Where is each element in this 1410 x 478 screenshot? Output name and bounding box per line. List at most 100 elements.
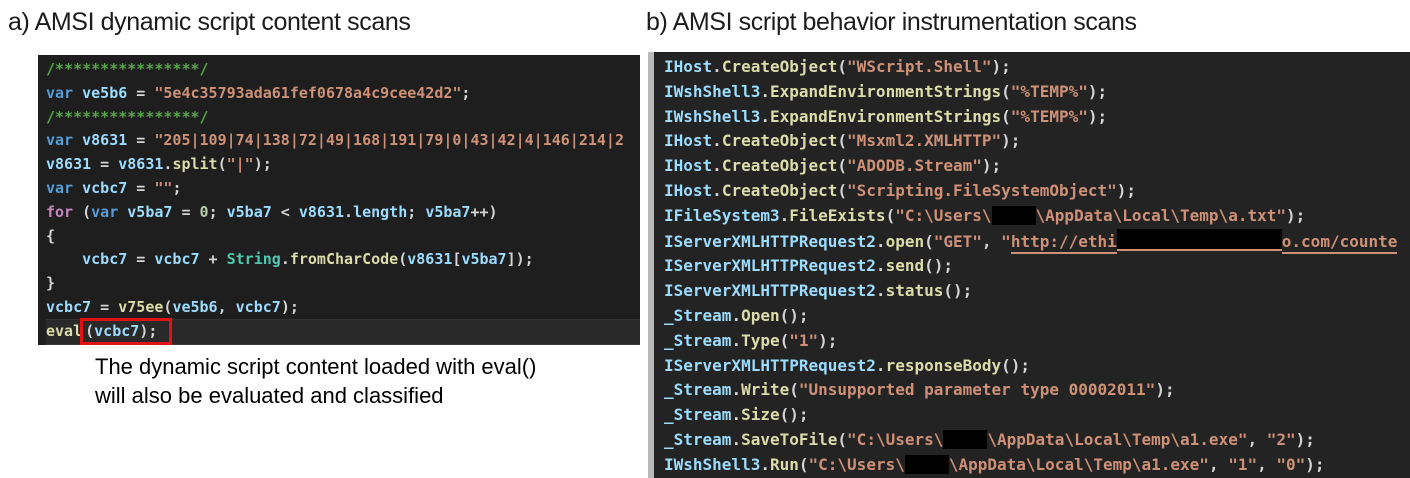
code-token: }: [46, 274, 55, 292]
code-line: vcbc7 = v75ee(ve5b6, vcbc7);: [46, 296, 640, 320]
code-token: .: [731, 380, 741, 399]
code-token: v8631: [82, 131, 127, 149]
code-token: );: [1286, 206, 1305, 225]
code-token: CreateObject: [722, 156, 838, 175]
code-token: v5ba7: [425, 203, 470, 221]
code-token: (: [780, 331, 790, 350]
code-token: for: [46, 203, 82, 221]
code-token: .: [731, 306, 741, 325]
code-token: vcbc7: [82, 179, 127, 197]
code-token: v75ee: [118, 298, 163, 316]
code-token: IHost: [664, 181, 712, 200]
code-line: var v8631 = "205|109|74|138|72|49|168|19…: [46, 129, 640, 153]
code-token: (: [837, 131, 847, 150]
code-token: (: [886, 206, 896, 225]
code-token: v5ba7: [127, 203, 172, 221]
code-line: _Stream.SaveToFile("C:\Users\\AppData\Lo…: [664, 428, 1410, 453]
code-token: var: [46, 179, 82, 197]
code-token: IFileSystem3: [664, 206, 780, 225]
code-token: v8631: [299, 203, 344, 221]
code-token: .: [344, 203, 353, 221]
code-token: ,: [1257, 455, 1276, 474]
figure-label-a: a) AMSI dynamic script content scans: [8, 8, 410, 37]
code-token: );: [1296, 430, 1315, 449]
code-token: /****************/: [46, 108, 209, 126]
code-token: v5ba7: [227, 203, 272, 221]
behavior-log-panel: IHost.CreateObject("WScript.Shell");IWsh…: [648, 52, 1410, 478]
code-token: v8631: [407, 250, 452, 268]
code-token: ;: [209, 203, 227, 221]
code-token: .: [876, 356, 886, 375]
code-token: );: [1001, 131, 1020, 150]
code-token: .: [876, 232, 886, 251]
code-token: <: [272, 203, 299, 221]
code-token: SaveToFile: [741, 430, 837, 449]
code-line: var vcbc7 = "";: [46, 177, 640, 201]
code-token: ,: [982, 232, 1001, 251]
code-token: "%TEMP%": [1011, 107, 1088, 126]
code-token: ExpandEnvironmentStrings: [770, 107, 1001, 126]
code-token: _Stream: [664, 405, 731, 424]
code-token: IWshShell3: [664, 82, 760, 101]
code-token: .: [712, 57, 722, 76]
code-line: /****************/: [46, 106, 640, 130]
code-token: ;: [407, 203, 425, 221]
redaction-box: [905, 455, 949, 474]
code-token: );: [1155, 380, 1174, 399]
code-token: ++): [470, 203, 497, 221]
code-token: String: [227, 250, 281, 268]
script-editor-panel: /****************/var ve5b6 = "5e4c35793…: [38, 55, 640, 345]
code-token: );: [818, 331, 837, 350]
code-token: v5ba7: [461, 250, 506, 268]
code-token: IHost: [664, 131, 712, 150]
code-token: "C:\Users\: [809, 455, 905, 474]
figure-label-b: b) AMSI script behavior instrumentation …: [646, 8, 1137, 37]
code-token: "%TEMP%": [1011, 82, 1088, 101]
code-token: IHost: [664, 156, 712, 175]
code-token: =: [127, 179, 154, 197]
code-token: .: [281, 250, 290, 268]
code-token: "ADODB.Stream": [847, 156, 982, 175]
code-token: _Stream: [664, 331, 731, 350]
code-token: .: [760, 82, 770, 101]
code-token: ();: [943, 281, 972, 300]
code-token: (: [398, 250, 407, 268]
code-token: Type: [741, 331, 780, 350]
code-token: ();: [780, 405, 809, 424]
code-token: ();: [924, 256, 953, 275]
code-token: "|": [227, 155, 254, 173]
code-token: eval: [46, 322, 82, 340]
code-token: length: [353, 203, 407, 221]
code-line: IHost.CreateObject("Msxml2.XMLHTTP");: [664, 129, 1410, 154]
code-token: FileExists: [789, 206, 885, 225]
code-token: [46, 250, 82, 268]
code-line: IServerXMLHTTPRequest2.status();: [664, 279, 1410, 304]
code-token: .: [760, 455, 770, 474]
redaction-box: [1117, 229, 1282, 251]
code-token: =: [91, 155, 118, 173]
code-line: IWshShell3.ExpandEnvironmentStrings("%TE…: [664, 80, 1410, 105]
code-token: /****************/: [46, 60, 209, 78]
code-line: v8631 = v8631.split("|");: [46, 153, 640, 177]
code-token: IServerXMLHTTPRequest2: [664, 232, 876, 251]
code-token: ();: [780, 306, 809, 325]
code-token: "C:\Users\: [847, 430, 943, 449]
code-token: ;: [461, 84, 470, 102]
code-token: );: [992, 57, 1011, 76]
code-token: );: [1088, 82, 1107, 101]
caption-line-1: The dynamic script content loaded with e…: [95, 352, 536, 381]
code-token: );: [281, 298, 299, 316]
code-token: vcbc7: [154, 250, 199, 268]
code-line: }: [46, 272, 640, 296]
code-token: open: [886, 232, 925, 251]
code-token: =: [127, 84, 154, 102]
code-token: ExpandEnvironmentStrings: [770, 82, 1001, 101]
code-token: (: [1001, 107, 1011, 126]
code-token: IServerXMLHTTPRequest2: [664, 256, 876, 275]
code-token: v8631: [46, 155, 91, 173]
code-line: _Stream.Size();: [664, 403, 1410, 428]
caption-line-2: will also be evaluated and classified: [95, 381, 536, 410]
code-token: ,: [1247, 430, 1266, 449]
code-token: CreateObject: [722, 181, 838, 200]
code-token: IWshShell3: [664, 107, 760, 126]
